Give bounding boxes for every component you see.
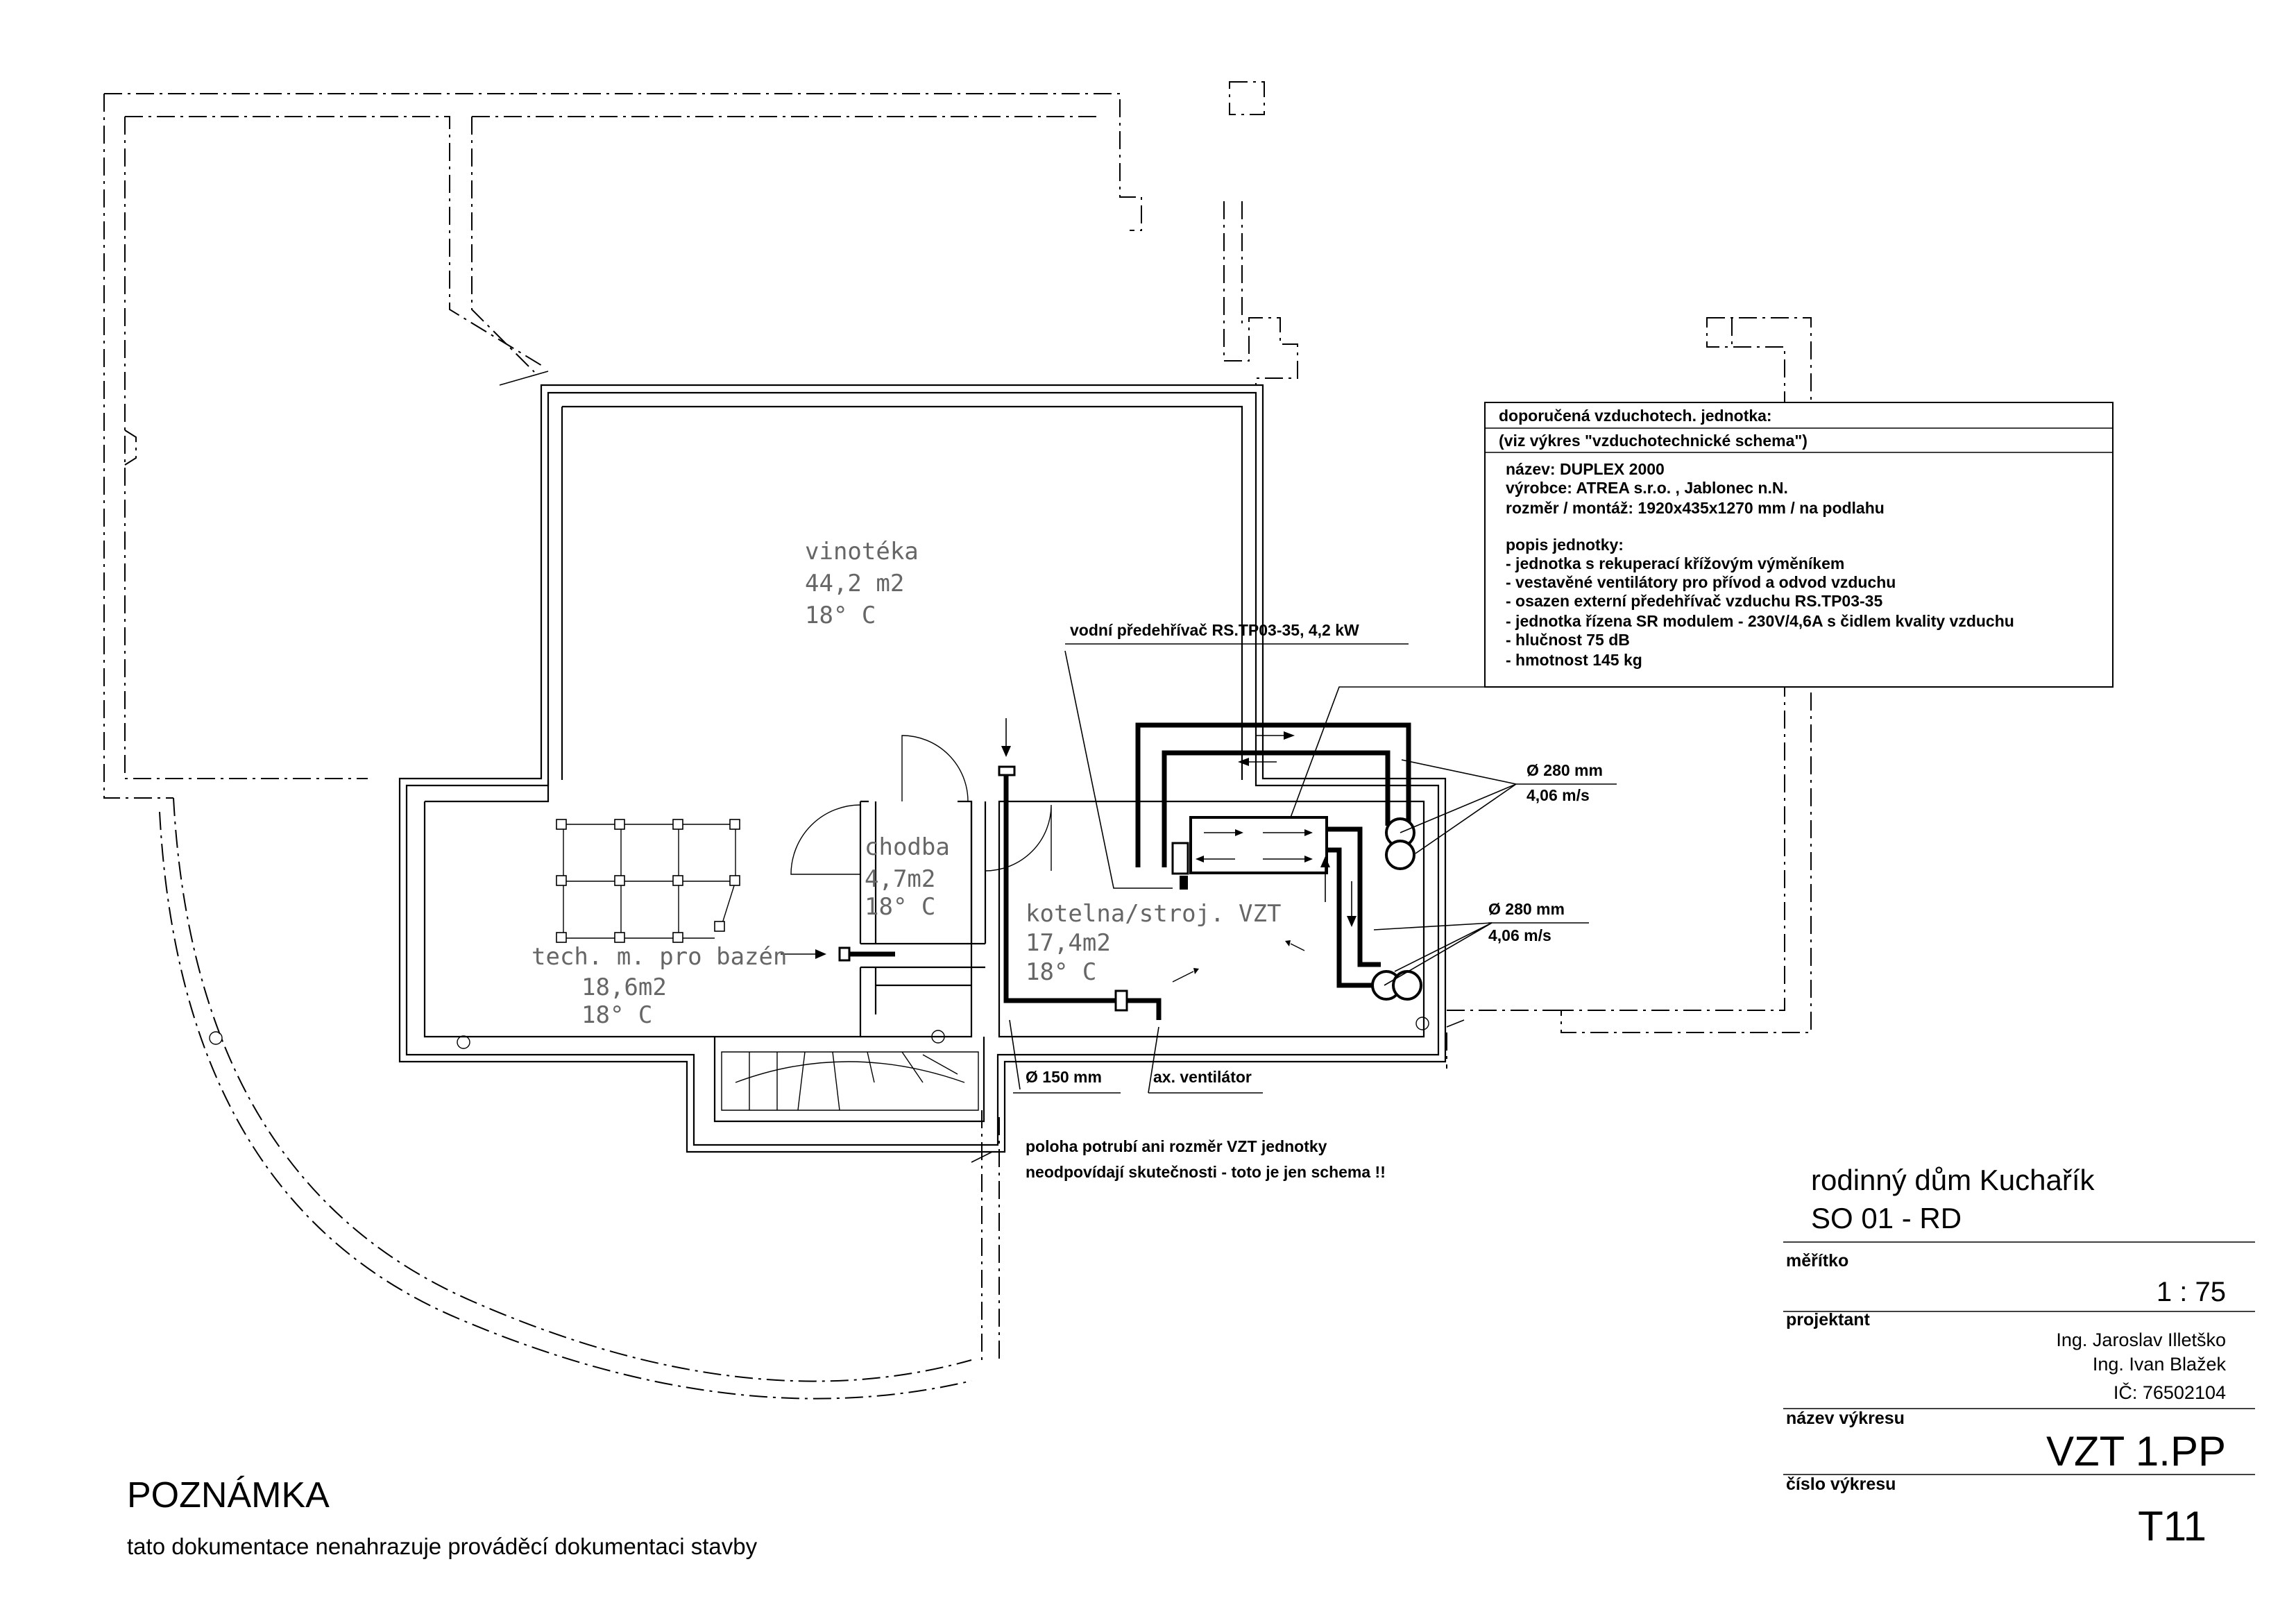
designer-name: Ing. Jaroslav Illetško bbox=[2056, 1329, 2226, 1350]
room-temp: 18° C bbox=[865, 893, 935, 921]
dashed-outline bbox=[103, 81, 1812, 1400]
note: POZNÁMKA tato dokumentace nenahrazuje pr… bbox=[127, 1475, 758, 1559]
unit-desc-line: - hlučnost 75 dB bbox=[1506, 631, 1630, 649]
room-area: 44,2 m2 bbox=[805, 570, 904, 597]
unit-name: název: DUPLEX 2000 bbox=[1506, 460, 1665, 478]
room-area: 17,4m2 bbox=[1026, 929, 1111, 957]
duct-diameter-label: Ø 150 mm bbox=[1026, 1068, 1102, 1086]
pool-tech-grid bbox=[556, 819, 740, 943]
note-text: tato dokumentace nenahrazuje prováděcí d… bbox=[127, 1533, 758, 1559]
duct-velocity-label: 4,06 m/s bbox=[1527, 786, 1590, 804]
unit-desc-line: - osazen externí předehřívač vzduchu RS.… bbox=[1506, 592, 1882, 610]
drawing-name-label: název výkresu bbox=[1786, 1409, 1905, 1428]
drawing-name: VZT 1.PP bbox=[2046, 1428, 2226, 1475]
company-id: IČ: 76502104 bbox=[2114, 1382, 2226, 1403]
room-temp: 18° C bbox=[581, 1001, 652, 1029]
room-tech-label: tech. m. pro bazén 18,6m2 18° C bbox=[532, 943, 787, 1029]
annotations: vodní předehřívač RS.TP03-35, 4,2 kW Ø 2… bbox=[1026, 621, 1617, 1181]
scale-label: měřítko bbox=[1786, 1251, 1848, 1271]
duct-diameter-label: Ø 280 mm bbox=[1488, 900, 1565, 918]
room-name: kotelna/stroj. VZT bbox=[1026, 900, 1281, 928]
project-code: SO 01 - RD bbox=[1811, 1202, 1962, 1234]
scale-value: 1 : 75 bbox=[2157, 1277, 2226, 1307]
unit-desc-line: - jednotka s rekuperací křížovým výměník… bbox=[1506, 554, 1844, 572]
unit-desc-title: popis jednotky: bbox=[1506, 536, 1624, 554]
unit-heading: doporučená vzduchotech. jednotka: bbox=[1499, 407, 1772, 425]
room-chodba-label: chodba 4,7m2 18° C bbox=[865, 833, 950, 921]
preheater-label: vodní předehřívač RS.TP03-35, 4,2 kW bbox=[1070, 621, 1359, 639]
title-block: rodinný dům Kuchařík SO 01 - RD měřítko … bbox=[1783, 1164, 2255, 1549]
room-kotelna-label: kotelna/stroj. VZT 17,4m2 18° C bbox=[1026, 900, 1281, 986]
unit-spec-box: doporučená vzduchotech. jednotka: (viz v… bbox=[1484, 402, 2114, 688]
walls bbox=[209, 384, 1447, 1153]
room-vinoteka-label: vinotéka 44,2 m2 18° C bbox=[805, 538, 919, 629]
room-temp: 18° C bbox=[805, 602, 876, 629]
schema-note-line: neodpovídají skutečnosti - toto je jen s… bbox=[1026, 1163, 1386, 1181]
unit-size: rozměr / montáž: 1920x435x1270 mm / na p… bbox=[1506, 499, 1885, 517]
unit-maker: výrobce: ATREA s.r.o. , Jablonec n.N. bbox=[1506, 479, 1788, 497]
note-heading: POZNÁMKA bbox=[127, 1475, 330, 1515]
duct-diameter-label: Ø 280 mm bbox=[1527, 761, 1603, 779]
drawing-number: T11 bbox=[2138, 1503, 2206, 1549]
room-name: vinotéka bbox=[805, 538, 919, 566]
ventilation-ducts bbox=[781, 718, 1422, 1020]
fan-label: ax. ventilátor bbox=[1153, 1068, 1252, 1086]
duct-velocity-label: 4,06 m/s bbox=[1488, 926, 1551, 944]
unit-desc-line: - hmotnost 145 kg bbox=[1506, 651, 1642, 669]
unit-reference: (viz výkres "vzduchotechnické schema") bbox=[1499, 432, 1808, 450]
project-name: rodinný dům Kuchařík bbox=[1811, 1164, 2095, 1196]
unit-desc-line: - jednotka řízena SR modulem - 230V/4,6A… bbox=[1506, 612, 2014, 630]
designer-name: Ing. Ivan Blažek bbox=[2093, 1354, 2227, 1375]
drawing-number-label: číslo výkresu bbox=[1786, 1475, 1896, 1494]
room-area: 18,6m2 bbox=[581, 974, 667, 1001]
room-name: tech. m. pro bazén bbox=[532, 943, 787, 971]
room-name: chodba bbox=[865, 833, 950, 861]
room-temp: 18° C bbox=[1026, 958, 1096, 986]
unit-desc-line: - vestavěné ventilátory pro přívod a odv… bbox=[1506, 573, 1896, 591]
designer-label: projektant bbox=[1786, 1310, 1871, 1329]
room-area: 4,7m2 bbox=[865, 865, 935, 893]
schema-note-line: poloha potrubí ani rozměr VZT jednotky bbox=[1026, 1137, 1327, 1155]
